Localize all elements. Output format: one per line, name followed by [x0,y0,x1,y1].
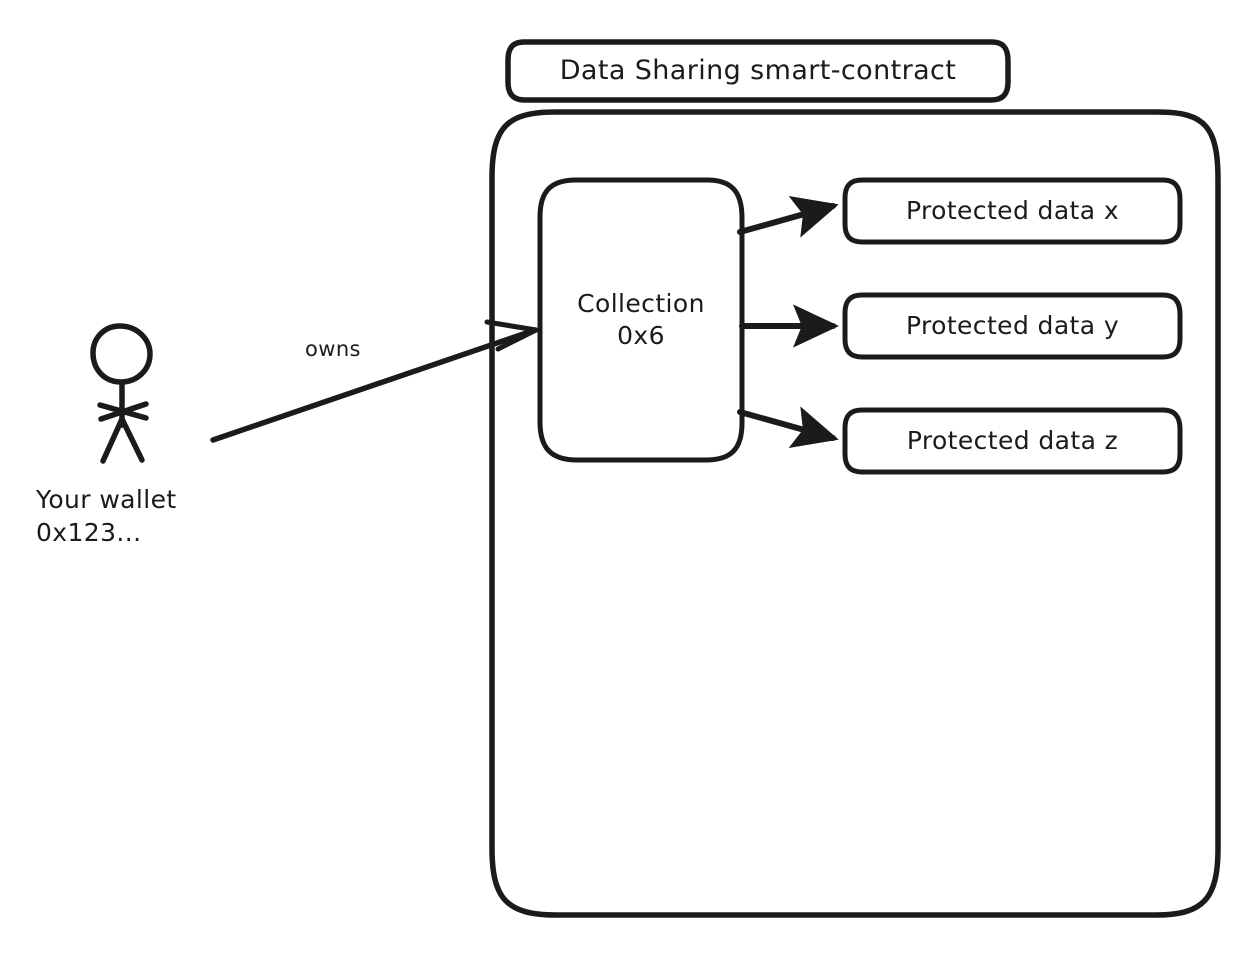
collection-box [537,177,745,463]
protected-data-y-box [842,292,1183,360]
owns-arrow [210,319,539,443]
wallet-stick-figure [90,323,153,464]
wallet-actor-label: Your wallet 0x123... [36,485,177,547]
collection-to-protected-data-z-arrow [737,406,839,449]
title-box [505,39,1011,103]
owns-edge-label: owns [305,337,361,361]
collection-to-protected-data-x-arrow [737,195,839,238]
protected-data-x-box [842,177,1183,245]
protected-data-z-box [842,407,1183,475]
